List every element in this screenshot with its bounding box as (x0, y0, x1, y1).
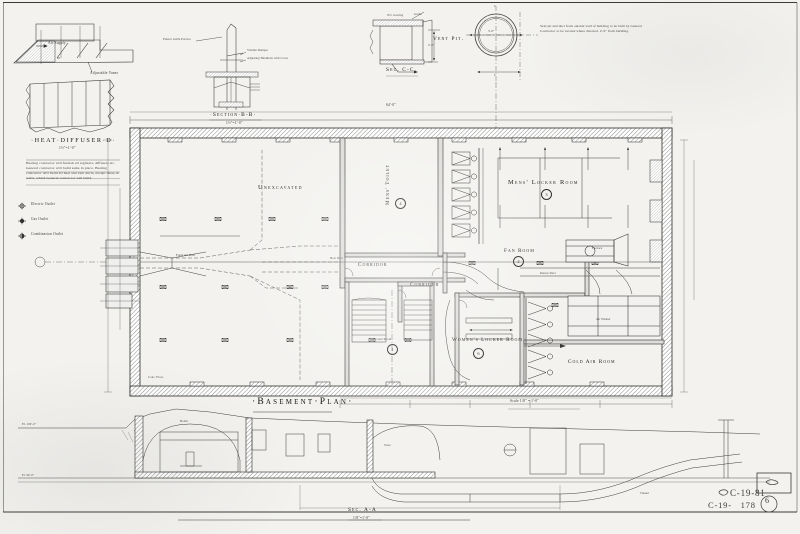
section-cc-title: Sec. C-C. (386, 67, 418, 73)
annotation-fresh-air-duct: Fresh Air Duct (176, 253, 196, 257)
room-label-corridor-right: Corridor (410, 282, 440, 288)
heating-contractor-note: Heating contractor will furnish all regi… (26, 161, 119, 181)
detail-vent-pit-plan (466, 6, 538, 130)
vent-pit-note: Vent pit and duct from outside wall of b… (540, 24, 642, 33)
room-label-air-washer: Air Washer (596, 317, 611, 321)
adjustable-vanes-label: Adjustable Vanes (90, 71, 119, 75)
vent-pit-section-mark-bottom: C (494, 73, 497, 77)
detail-section-bb (195, 23, 262, 121)
heat-diffuser-title: ·HEAT·DIFFUSER·D· (31, 137, 116, 144)
legend-combination-outlet-label: Combination Outlet (31, 232, 64, 236)
legend-gas-outlet-label: Gas Outlet (31, 217, 49, 221)
section-bb-scale: 1½"=1'-0" (226, 121, 243, 125)
section-aa-basement-elevation: El. 90'-0" (22, 473, 35, 477)
section-aa-tunnel-label: Tunnel (640, 491, 649, 495)
volume-damper-callout: Volume Damper (247, 48, 268, 52)
annotation-conc-floor: Conc. Floor (148, 375, 164, 379)
section-aa-scale: 1/8"=1'-0" (353, 516, 370, 520)
heat-diffuser-scale: 1½"=1'-0" (59, 146, 76, 150)
plan-overall-width-dim: 64'-0" (386, 103, 396, 107)
basement-plan (34, 111, 695, 413)
section-aa-title: Sec. A-A (348, 507, 377, 513)
vent-pit-label: Vent Pit. (433, 36, 465, 42)
room-marker-womens-locker-room: 6 (473, 348, 484, 359)
vent-pit-diameter-dim: 3'-6" (488, 29, 495, 33)
section-bb-title: ·Section·B-B· (210, 112, 257, 118)
detail-heat-diffuser (13, 23, 134, 186)
room-label-ground-room: Ground Room (373, 337, 392, 341)
vent-pit-depth-dim: 2'-0" (428, 43, 435, 47)
section-aa-store-label: Store (384, 443, 391, 447)
room-marker-ground-room: 1 (387, 344, 398, 355)
room-label-unexcavated: Unexcavated (258, 184, 303, 191)
annotation-furnace: Furnace (592, 246, 603, 250)
plan-scale: Scale 1/8" = 1'-0" (510, 399, 540, 403)
section-aa (18, 408, 770, 521)
legend-electric-outlet-label: Electric Outlet (31, 202, 56, 206)
room-label-cold-air-room: Cold Air Room (568, 359, 616, 365)
room-label-corridor-left: Corridor (358, 262, 388, 268)
annotation-heat-duct: Heat Duct (330, 256, 344, 260)
room-marker-mens-locker-room: 3 (541, 189, 552, 200)
room-label-mens-toilet: Mens' Toilet (385, 163, 391, 205)
plan-title: ·Basement·Plan· (252, 397, 354, 407)
grade-callout: Grade (414, 12, 422, 16)
room-label-mens-locker-room: Mens' Locker Room (508, 179, 579, 186)
detail-section-cc (369, 11, 440, 77)
plaster-grille-callout: Plaster Grille Portion (163, 37, 191, 41)
vent-pit-section-mark-top: C (494, 4, 497, 8)
drawing-number-primary: C-19-81 (730, 488, 766, 498)
room-marker-mens-toilet: 4 (395, 198, 406, 209)
section-aa-boiler-label: Boiler (180, 419, 189, 423)
air-supply-label: Air Supply (48, 41, 66, 45)
wi-grating-callout: W.I. Grating (387, 13, 404, 17)
title-block (178, 472, 797, 521)
sheet-number: 6 (765, 496, 770, 505)
room-label-womens-locker-room: Women's Locker Room (452, 337, 523, 343)
section-aa-grade-elevation: El. 100'-0" (22, 422, 37, 426)
adjusting-handhole-callout: Adjusting Handhole with Cover (247, 56, 289, 60)
drawing-number-secondary: C-19- 178 (708, 500, 756, 510)
annotation-return-duct: Return Duct (540, 271, 556, 275)
room-marker-fan-room: 2 (513, 256, 524, 267)
room-label-fan-room: Fan Room (504, 248, 535, 254)
